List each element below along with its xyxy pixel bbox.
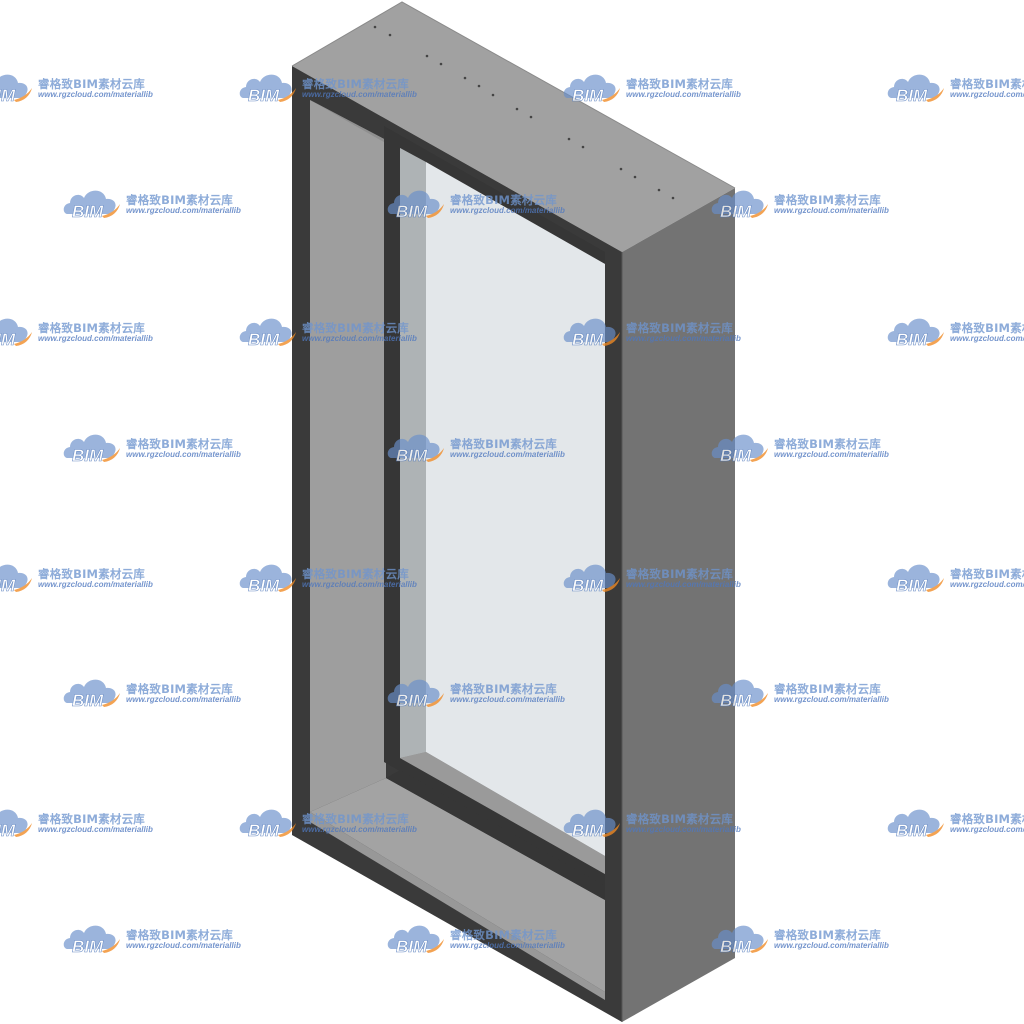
wall-right-face xyxy=(622,188,735,1022)
lower-rail xyxy=(386,770,605,900)
glass-sill xyxy=(400,752,605,874)
reveal-upper-left xyxy=(310,100,386,812)
top-face-dots xyxy=(373,25,675,200)
reveal-bottom-floor xyxy=(310,778,605,992)
glass-recess xyxy=(400,148,426,758)
top-edge-line xyxy=(291,1,736,189)
reveal-bottom-side xyxy=(310,812,605,1000)
wall-top-face xyxy=(292,2,735,252)
glass-pane xyxy=(426,162,605,856)
